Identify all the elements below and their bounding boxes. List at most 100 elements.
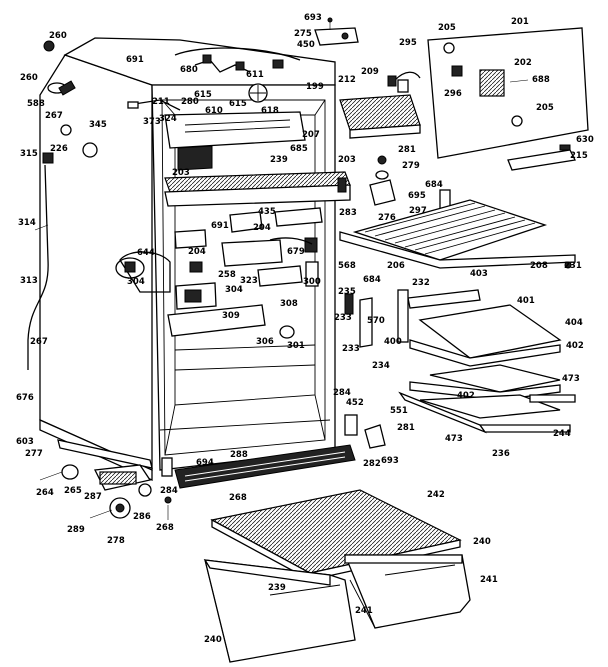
part-label-l404: 404: [565, 318, 583, 328]
part-label-l323: 323: [240, 276, 258, 286]
part-label-l278: 278: [107, 536, 125, 546]
part-label-l603: 603: [16, 437, 34, 447]
part-label-l279: 279: [402, 161, 420, 171]
part-label-l296: 296: [444, 89, 462, 99]
part-label-l267: 267: [45, 111, 63, 121]
part-label-l282: 282: [363, 459, 381, 469]
part-label-l289: 289: [67, 525, 85, 535]
part-label-l231: 231: [564, 261, 582, 271]
part-label-l297: 297: [409, 206, 427, 216]
part-label-l240b: 240: [204, 635, 222, 645]
part-label-l403: 403: [470, 269, 488, 279]
part-label-l610: 610: [205, 106, 223, 116]
part-label-l695: 695: [408, 191, 426, 201]
part-label-l452: 452: [346, 398, 364, 408]
part-label-l693: 693: [304, 13, 322, 23]
part-label-l630: 630: [576, 135, 594, 145]
part-label-l211: 211: [152, 97, 170, 107]
part-label-l284a: 284: [333, 388, 351, 398]
part-label-l313: 313: [20, 276, 38, 286]
part-label-l304b: 304: [225, 285, 243, 295]
cabinet-top-wiring: [127, 47, 301, 111]
part-label-l301: 301: [287, 341, 305, 351]
back-panel-201: [427, 27, 589, 159]
part-label-l693b: 693: [381, 456, 399, 466]
part-label-l300: 300: [303, 277, 321, 287]
part-label-l324: 324: [159, 114, 177, 124]
evaporator-fan-housing: [164, 83, 306, 171]
part-label-l373: 373: [143, 117, 161, 127]
part-label-l260a: 260: [49, 31, 67, 41]
part-label-l400: 400: [384, 337, 402, 347]
part-label-l244: 244: [553, 429, 571, 439]
part-label-l568: 568: [338, 261, 356, 271]
part-label-l277: 277: [25, 449, 43, 459]
part-label-l618: 618: [261, 106, 279, 116]
part-label-l240a: 240: [473, 537, 491, 547]
part-label-l241a: 241: [480, 575, 498, 585]
part-label-l691a: 691: [126, 55, 144, 65]
control-mechanisms: [115, 207, 323, 339]
part-label-l401: 401: [517, 296, 535, 306]
part-label-l402a: 402: [566, 341, 584, 351]
part-label-l345: 345: [89, 120, 107, 130]
bottom-grille-288: [161, 414, 386, 489]
part-label-l236: 236: [492, 449, 510, 459]
wire-harness: [387, 71, 421, 93]
part-label-l276: 276: [378, 213, 396, 223]
part-label-l450: 450: [297, 40, 315, 50]
part-label-l685: 685: [290, 144, 308, 154]
part-label-l281b: 281: [397, 423, 415, 433]
part-label-l203b: 203: [172, 168, 190, 178]
part-label-l233a: 233: [334, 313, 352, 323]
part-label-l402b: 402: [457, 391, 475, 401]
roller-and-leg-assembly: [39, 439, 172, 520]
part-label-l202: 202: [514, 58, 532, 68]
part-label-l258: 258: [218, 270, 236, 280]
part-label-l268b: 268: [156, 523, 174, 533]
part-label-l205a: 205: [438, 23, 456, 33]
part-label-l268a: 268: [229, 493, 247, 503]
part-label-l286: 286: [133, 512, 151, 522]
part-label-l309: 309: [222, 311, 240, 321]
part-label-l308: 308: [280, 299, 298, 309]
part-label-l212: 212: [338, 75, 356, 85]
part-label-l206: 206: [387, 261, 405, 271]
part-label-l694: 694: [196, 458, 214, 468]
part-label-l615b: 615: [229, 99, 247, 109]
part-label-l684b: 684: [363, 275, 381, 285]
part-label-l611: 611: [246, 70, 264, 80]
part-label-l233b: 233: [342, 344, 360, 354]
part-label-l234: 234: [372, 361, 390, 371]
part-label-l314: 314: [18, 218, 36, 228]
part-label-l588: 588: [27, 99, 45, 109]
bracket-215: [507, 144, 576, 171]
part-label-l473a: 473: [562, 374, 580, 384]
left-side-hardware: [27, 40, 98, 370]
part-label-l235: 235: [338, 287, 356, 297]
crisper-drawers: [203, 554, 471, 663]
drawer-slide-rails: [398, 391, 576, 434]
part-label-l284b: 284: [160, 486, 178, 496]
part-label-l551: 551: [390, 406, 408, 416]
part-label-l232: 232: [412, 278, 430, 288]
part-label-l287: 287: [84, 492, 102, 502]
part-label-l679: 679: [287, 247, 305, 257]
shelf-support-rails: [344, 289, 409, 348]
part-label-l199: 199: [306, 82, 324, 92]
part-label-l275: 275: [294, 29, 312, 39]
part-label-l615a: 615: [194, 90, 212, 100]
part-label-l676: 676: [16, 393, 34, 403]
glass-shelf-401: [407, 289, 562, 401]
part-label-l267b: 267: [30, 337, 48, 347]
part-label-l315: 315: [20, 149, 38, 159]
part-label-l473b: 473: [445, 434, 463, 444]
part-label-l207: 207: [302, 130, 320, 140]
part-label-l265: 265: [64, 486, 82, 496]
part-label-l570: 570: [367, 316, 385, 326]
part-label-l204b: 204: [188, 247, 206, 257]
part-label-l304a: 304: [127, 277, 145, 287]
part-label-l680: 680: [180, 65, 198, 75]
